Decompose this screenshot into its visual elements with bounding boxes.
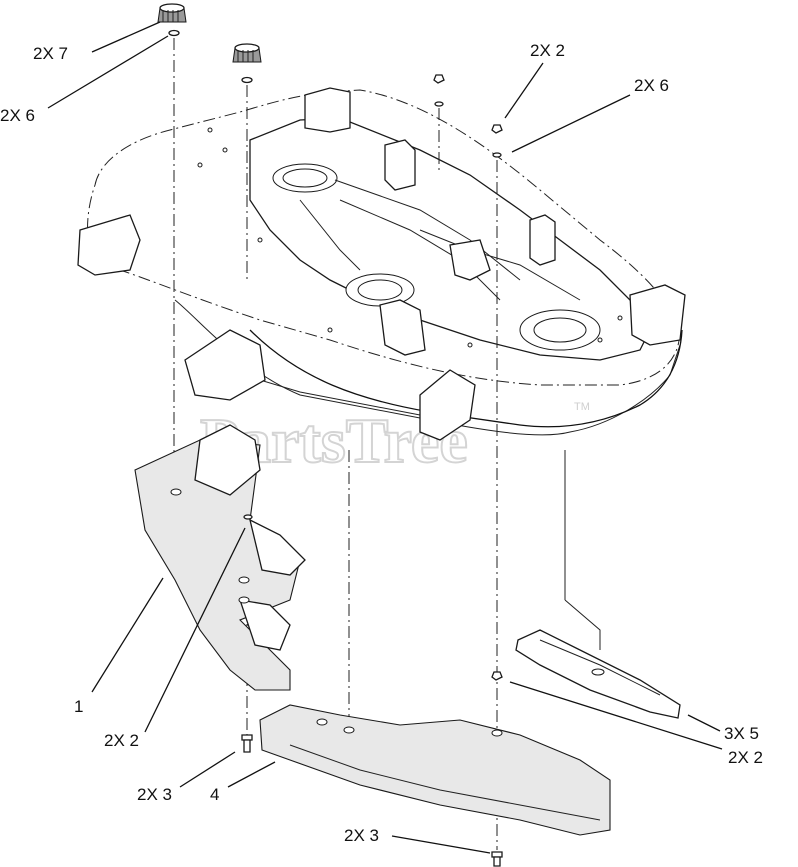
front-baffle <box>259 704 611 836</box>
callout-baffle-part: 1 <box>74 697 83 716</box>
leader-lines <box>47 21 723 854</box>
callout-labels: 2X 7 2X 6 2X 2 2X 6 1 2X 2 2X 3 4 3X 5 2… <box>0 41 763 845</box>
callout-bottom-bolt-qty: 2X 3 <box>344 826 379 845</box>
washer-left <box>168 29 180 37</box>
adjustment-knob-left <box>157 3 187 23</box>
mower-deck <box>77 87 686 441</box>
callout-front-baffle-part: 4 <box>210 785 219 804</box>
mower-blade <box>515 629 681 719</box>
side-baffle <box>134 424 306 691</box>
callout-knob-washer-qty: 2X 6 <box>0 106 35 125</box>
callout-knob-qty: 2X 7 <box>33 44 68 63</box>
callout-top-nut-qty: 2X 2 <box>530 41 565 60</box>
watermark-tm: TM <box>574 401 590 413</box>
baffle-bolt <box>241 734 253 753</box>
top-nuts <box>433 74 503 158</box>
callout-right-nut-qty: 2X 2 <box>728 748 763 767</box>
baffle-nut <box>243 514 253 520</box>
callout-blade-qty: 3X 5 <box>724 724 759 743</box>
right-nut <box>491 671 503 681</box>
callout-baffle-bolt-qty: 2X 3 <box>137 785 172 804</box>
washer-right <box>241 76 253 84</box>
adjustment-knob-right <box>232 43 262 63</box>
callout-top-washer-qty: 2X 6 <box>634 76 669 95</box>
callout-baffle-nut-qty: 2X 2 <box>104 731 139 750</box>
bottom-bolt <box>491 851 503 867</box>
